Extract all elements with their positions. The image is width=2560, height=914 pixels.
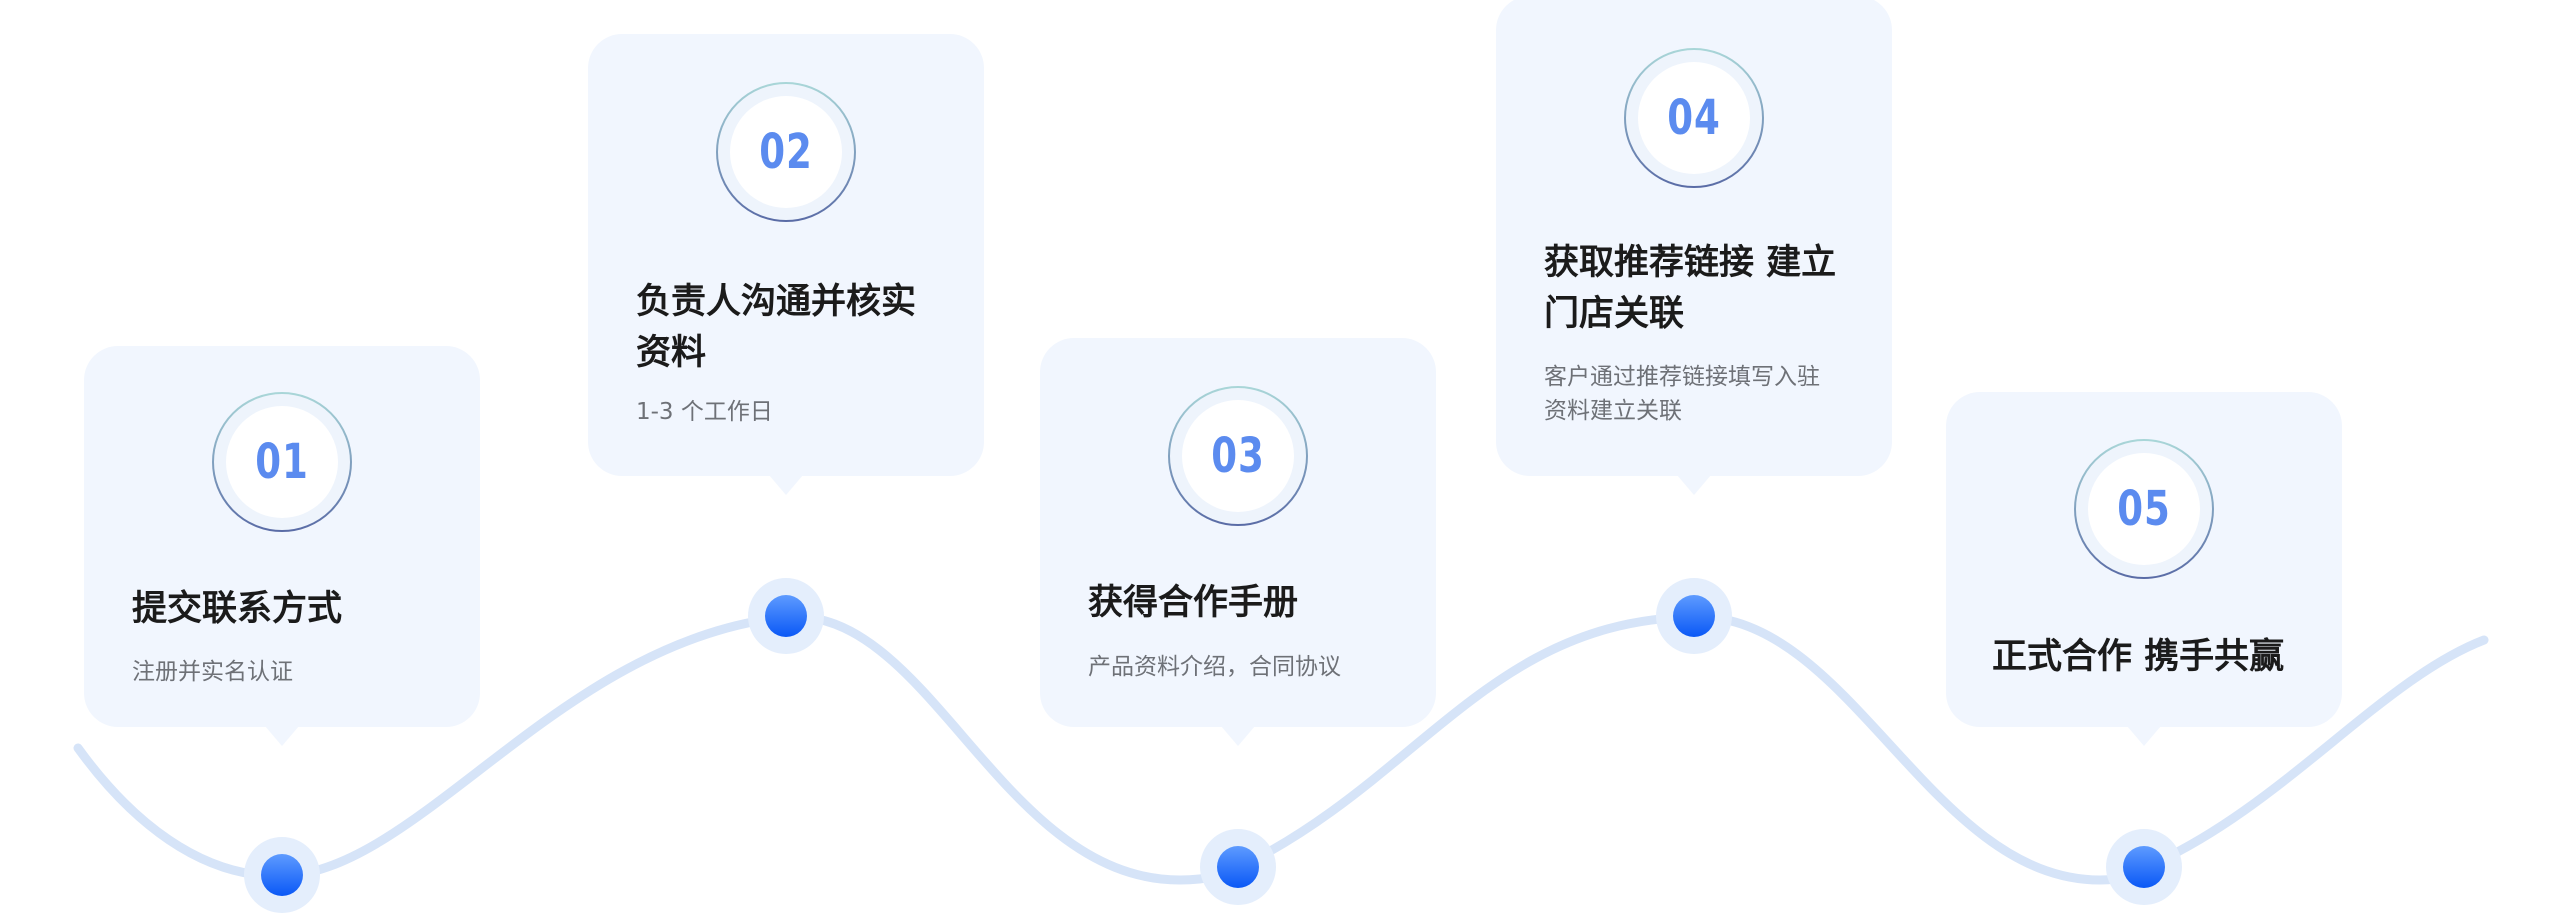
timeline-node-4 [1656, 578, 1732, 654]
node-core-icon [2123, 846, 2165, 888]
card-pointer [1221, 726, 1255, 746]
step-number: 04 [1667, 90, 1721, 146]
node-core-icon [765, 595, 807, 637]
node-core-icon [1217, 846, 1259, 888]
node-core-icon [1673, 595, 1715, 637]
step-title: 提交联系方式 [132, 589, 343, 629]
step-description: 1-3 个工作日 [636, 399, 773, 425]
step-card-1: 01 提交联系方式 注册并实名认证 [84, 346, 480, 746]
timeline-node-3 [1200, 829, 1276, 905]
timeline-node-1 [244, 837, 320, 913]
timeline-node-5 [2106, 829, 2182, 905]
step-number-badge: 02 [716, 82, 856, 222]
step-card-5: 05 正式合作 携手共赢 [1946, 392, 2342, 746]
badge-ring-icon [716, 82, 856, 222]
step-number-badge: 03 [1168, 386, 1308, 526]
step-number: 05 [2117, 481, 2171, 537]
step-number-badge: 05 [2074, 439, 2214, 579]
step-number: 03 [1211, 428, 1265, 484]
step-card-3: 03 获得合作手册 产品资料介绍，合同协议 [1040, 338, 1436, 746]
step-description: 注册并实名认证 [132, 659, 293, 685]
node-core-icon [261, 854, 303, 896]
badge-ring-icon [2074, 439, 2214, 579]
step-number: 01 [255, 434, 309, 490]
badge-ring-icon [1168, 386, 1308, 526]
step-description: 产品资料介绍，合同协议 [1088, 654, 1341, 680]
step-card-2: 02 负责人沟通并核实资料 1-3 个工作日 [588, 34, 984, 495]
step-title: 获取推荐链接 建立门店关联 [1544, 243, 1837, 334]
card-pointer [2127, 726, 2161, 746]
step-number-badge: 01 [212, 392, 352, 532]
card-pointer [265, 726, 299, 746]
step-title: 负责人沟通并核实资料 [636, 282, 917, 373]
badge-ring-icon [1624, 48, 1764, 188]
card-pointer [769, 475, 803, 495]
step-description: 客户通过推荐链接填写入驻资料建立关联 [1544, 364, 1820, 424]
step-title: 获得合作手册 [1088, 583, 1299, 623]
step-number: 02 [759, 124, 813, 180]
step-card-4: 04 获取推荐链接 建立门店关联 客户通过推荐链接填写入驻资料建立关联 [1496, 0, 1892, 495]
step-title: 正式合作 携手共赢 [1992, 637, 2285, 677]
timeline-node-2 [748, 578, 824, 654]
step-number-badge: 04 [1624, 48, 1764, 188]
card-pointer [1677, 475, 1711, 495]
badge-ring-icon [212, 392, 352, 532]
